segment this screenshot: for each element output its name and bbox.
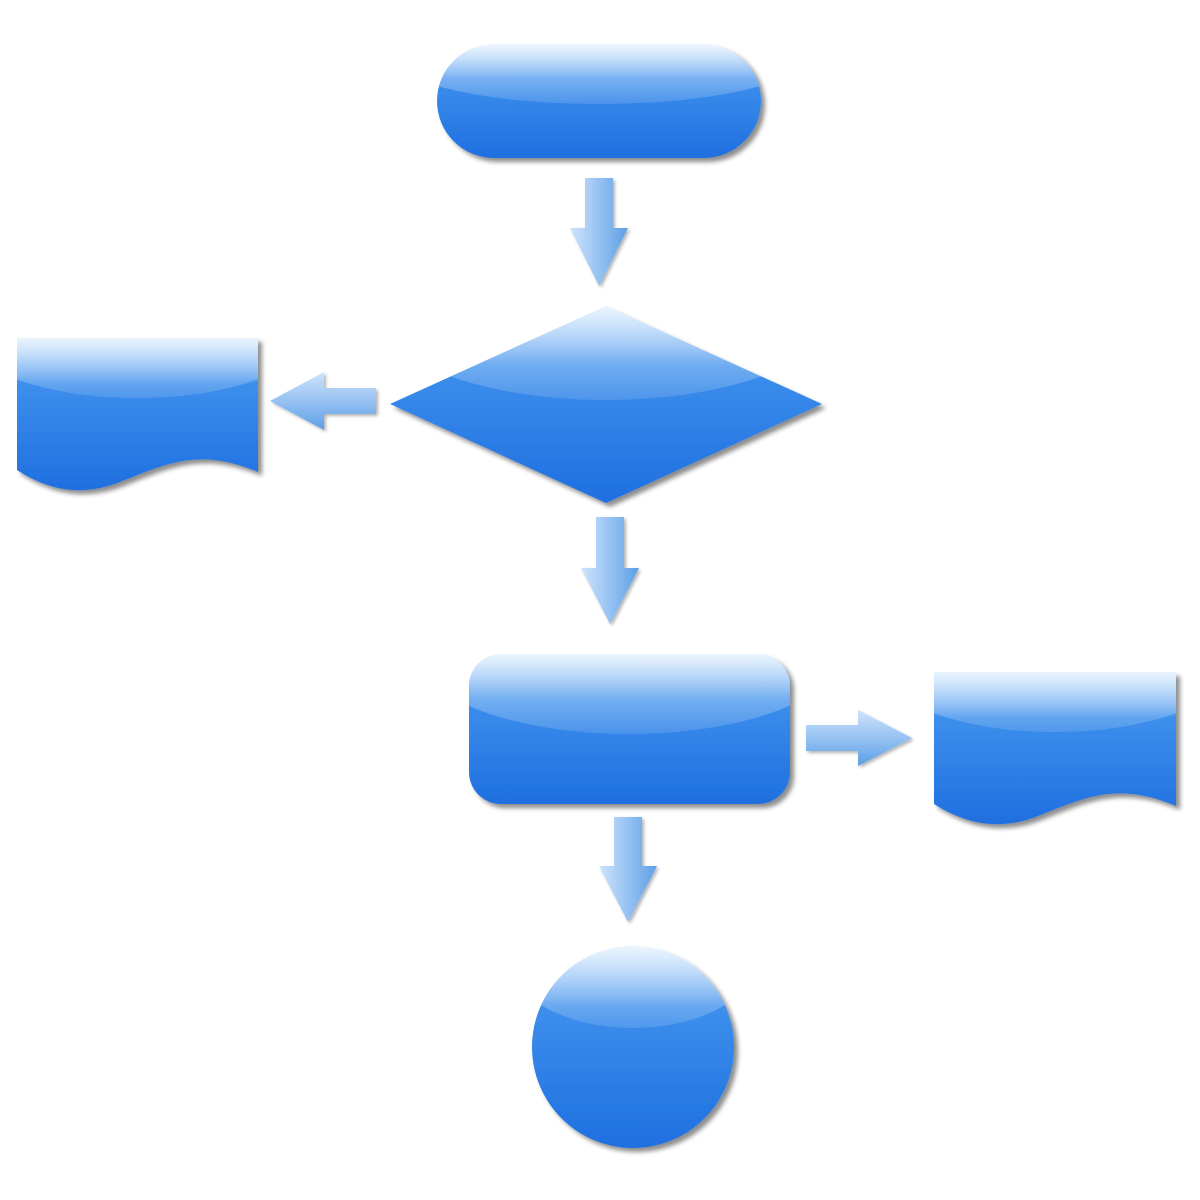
arrow-decision-to-left-document: [270, 372, 376, 430]
end-connector-node[interactable]: [503, 872, 763, 1148]
right-document-node[interactable]: [880, 596, 1200, 825]
left-document-node[interactable]: [0, 262, 312, 491]
arrow-process-to-right-document: [806, 710, 912, 766]
start-terminator-node[interactable]: [389, 4, 809, 158]
arrow-start-to-decision: [570, 178, 628, 286]
arrow-decision-to-process: [581, 517, 639, 624]
process-node[interactable]: [419, 574, 839, 804]
arrow-process-to-end: [599, 817, 657, 922]
